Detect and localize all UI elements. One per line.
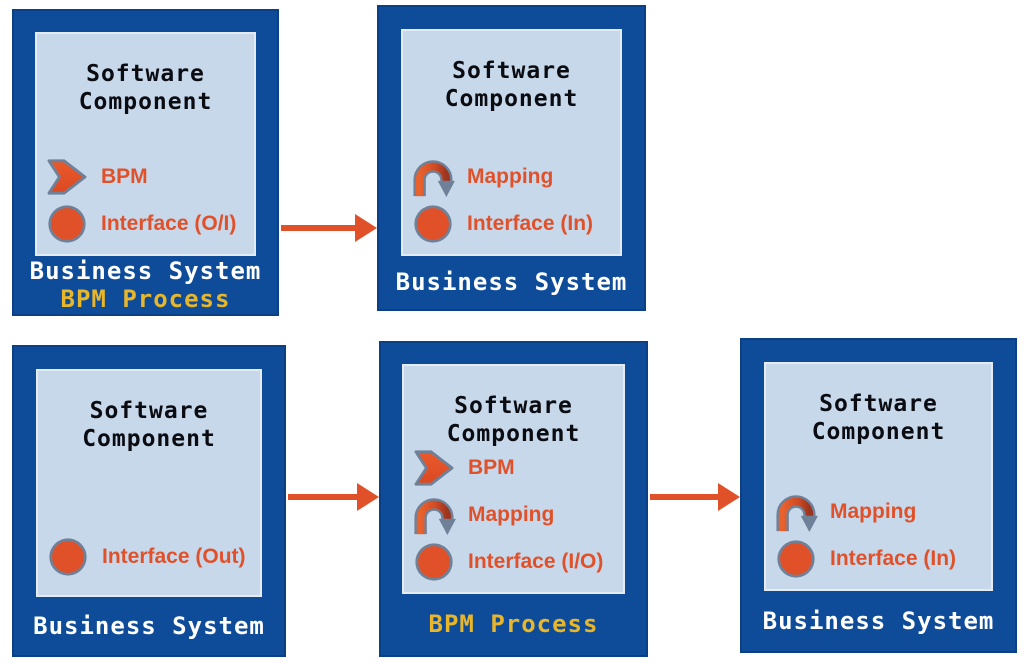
interface-circle-icon: [46, 537, 90, 577]
software-component-panel: Software Component Mapping: [764, 362, 993, 591]
footer-label-business-system: Business System: [762, 606, 995, 635]
interface-row: Interface (Out): [46, 537, 254, 577]
bpm-chevron-icon: [412, 449, 456, 487]
interface-row: Interface (O/I): [45, 204, 248, 244]
interface-row: Interface (I/O): [412, 542, 617, 582]
interface-circle-icon: [774, 539, 818, 579]
system-label-band: Business System BPM Process: [30, 256, 261, 314]
component-items: Interface (Out): [38, 537, 260, 595]
software-component-panel: Software Component Mapping: [401, 29, 622, 256]
footer-label-bpm-process: BPM Process: [428, 610, 599, 638]
interface-circle-icon: [412, 542, 456, 582]
arrow-shaft: [650, 494, 724, 500]
interface-label: Interface (O/I): [101, 212, 237, 235]
component-items: Mapping Interface (In): [766, 492, 991, 589]
mapping-row: Mapping: [774, 491, 985, 533]
business-system-box-2: Software Component Mapping: [377, 5, 646, 311]
bpm-row: BPM: [412, 448, 617, 488]
interface-circle-icon: [45, 204, 89, 244]
mapping-label: Mapping: [467, 165, 554, 188]
bpm-process-box: Software Component BPM: [379, 341, 648, 657]
arrow-head: [357, 483, 379, 511]
mapping-label: Mapping: [468, 503, 555, 526]
footer-label-business-system: Business System: [33, 611, 265, 640]
component-items: BPM Interface (O/I): [37, 157, 254, 254]
business-system-box-3: Software Component Interface (Out) Busin…: [12, 345, 286, 657]
interface-label: Interface (In): [830, 547, 957, 570]
bpm-chevron-icon: [45, 158, 89, 196]
arrow-head: [718, 483, 740, 511]
bpm-row: BPM: [45, 157, 248, 197]
footer-label-bpm-process: BPM Process: [60, 284, 231, 313]
arrow-shaft: [288, 494, 363, 500]
business-system-box-1: Software Component BPM: [12, 9, 279, 316]
interface-label: Interface (In): [467, 212, 594, 235]
footer-label-business-system: Business System: [395, 268, 628, 296]
mapping-label: Mapping: [830, 500, 917, 523]
flow-arrow-3: [650, 483, 740, 511]
system-label-band: BPM Process: [402, 594, 625, 655]
component-title: Software Component: [444, 58, 579, 112]
bpm-label: BPM: [101, 165, 148, 188]
arrow-head: [355, 214, 377, 242]
interface-label: Interface (Out): [102, 545, 246, 568]
footer-label-business-system: Business System: [29, 256, 262, 285]
component-title: Software Component: [78, 61, 213, 115]
interface-row: Interface (In): [774, 539, 985, 579]
mapping-row: Mapping: [411, 156, 614, 198]
component-items: Mapping Interface (In): [403, 157, 620, 254]
component-items: BPM Mapping: [404, 448, 623, 592]
mapping-arrow-icon: [774, 491, 818, 533]
bpm-label: BPM: [468, 456, 515, 479]
interface-circle-icon: [411, 204, 455, 244]
system-label-band: Business System: [396, 256, 627, 309]
mapping-row: Mapping: [412, 494, 617, 536]
component-title: Software Component: [811, 391, 946, 445]
interface-row: Interface (In): [411, 204, 614, 244]
flow-arrow-2: [288, 483, 379, 511]
system-label-band: Business System: [33, 597, 265, 655]
software-component-panel: Software Component Interface (Out): [36, 369, 262, 597]
software-component-panel: Software Component BPM: [35, 32, 256, 256]
system-label-band: Business System: [762, 591, 995, 651]
flow-arrow-1: [281, 214, 377, 242]
arrow-shaft: [281, 225, 361, 231]
software-component-panel: Software Component BPM: [402, 364, 625, 594]
business-system-box-5: Software Component Mapping: [740, 338, 1017, 653]
interface-label: Interface (I/O): [468, 550, 604, 573]
mapping-arrow-icon: [411, 156, 455, 198]
mapping-arrow-icon: [412, 494, 456, 536]
component-title: Software Component: [446, 393, 581, 447]
component-title: Software Component: [82, 398, 216, 452]
